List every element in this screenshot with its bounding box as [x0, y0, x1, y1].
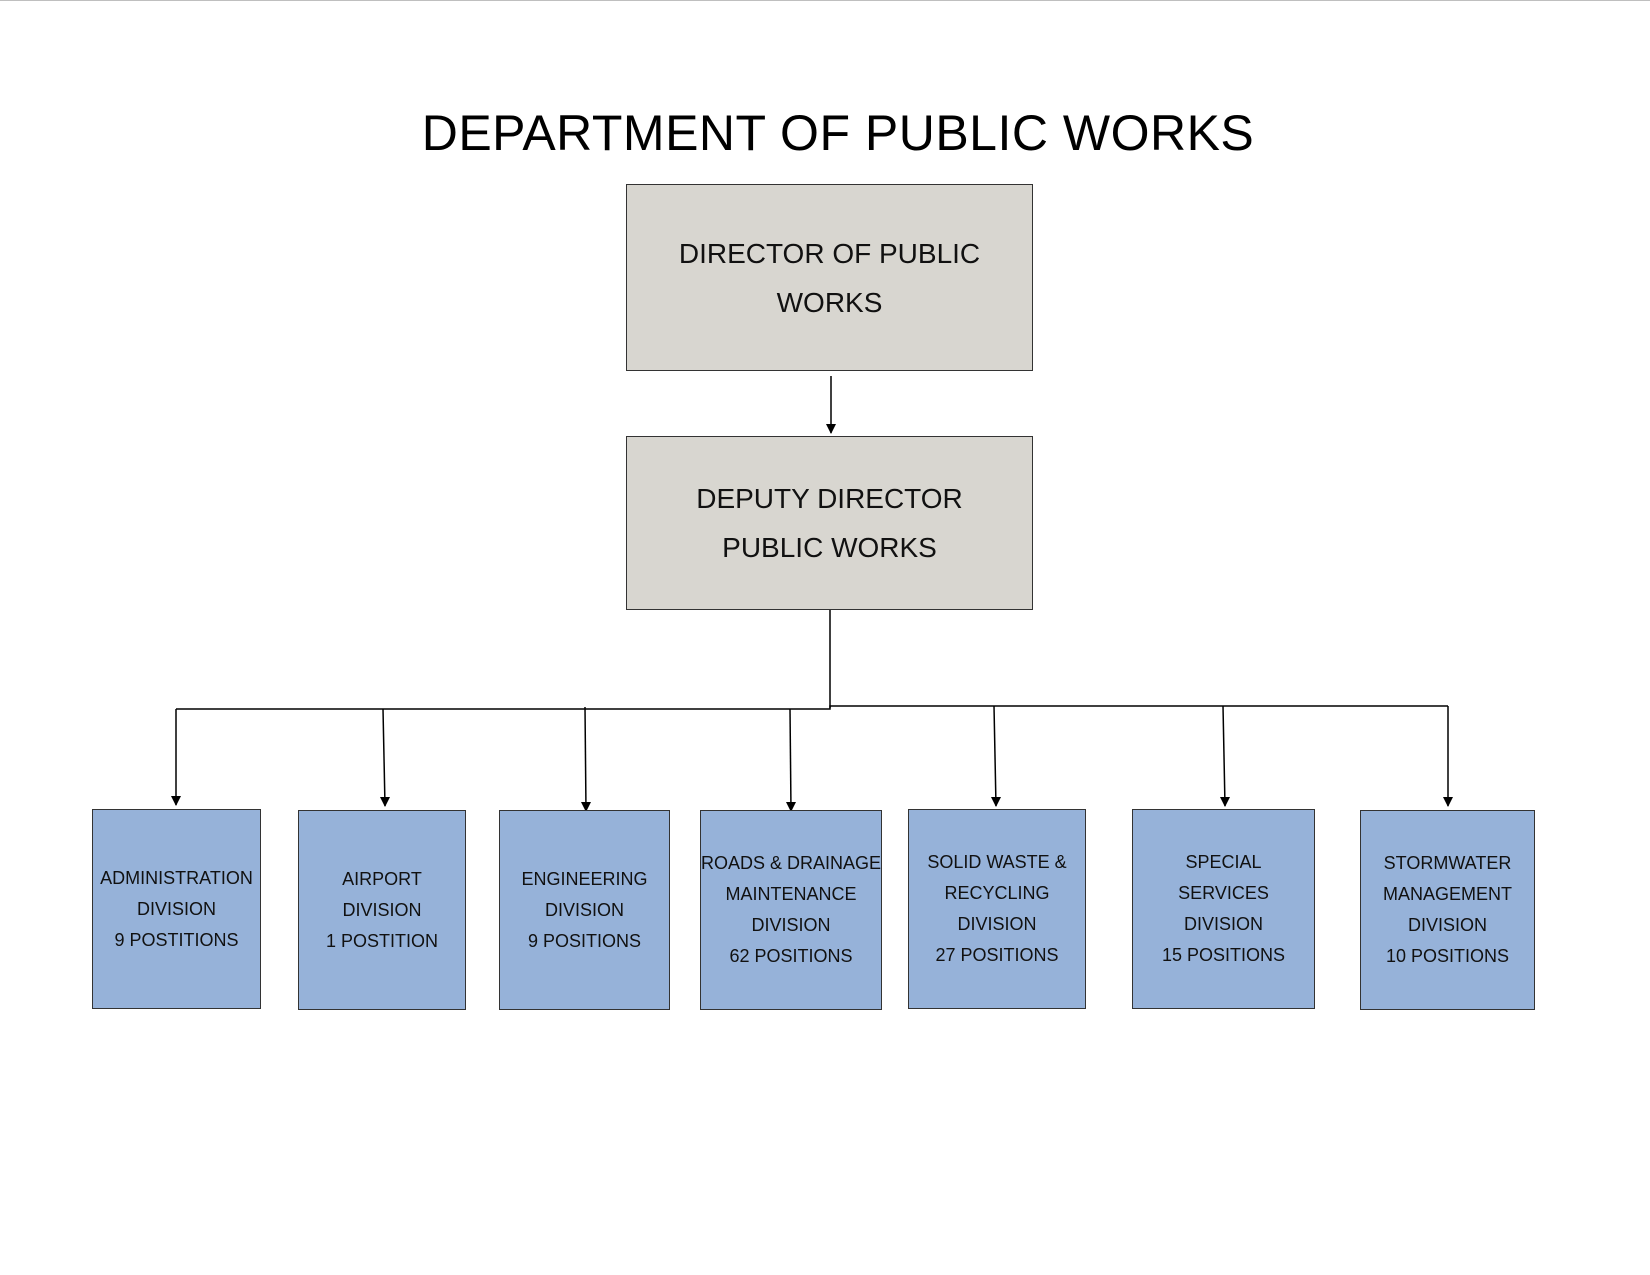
division-line: 1 POSTITION — [325, 930, 439, 951]
division-box-administration: ADMINISTRATION DIVISION 9 POSTITIONS — [92, 809, 261, 1009]
connector-drop-2 — [380, 708, 390, 807]
division-line: SERVICES — [1178, 883, 1269, 903]
division-line: 10 POSITIONS — [1385, 946, 1510, 966]
division-line: 27 POSITIONS — [935, 945, 1059, 965]
division-box-stormwater: STORMWATER MANAGEMENT DIVISION 10 POSITI… — [1360, 810, 1535, 1010]
division-line: ADMINISTRATION — [100, 867, 253, 888]
division-line: DIVISION — [1407, 915, 1487, 935]
division-line: MANAGEMENT — [1382, 884, 1512, 904]
division-line: DIVISION — [957, 914, 1037, 934]
division-line: DIVISION — [1183, 914, 1263, 934]
division-line: 9 POSITIONS — [527, 930, 642, 951]
connector-drop-5 — [991, 705, 1001, 807]
deputy-director-box: DEPUTY DIRECTOR PUBLIC WORKS — [626, 436, 1033, 610]
division-line: 15 POSITIONS — [1161, 945, 1286, 965]
director-line-1: DIRECTOR OF PUBLIC — [678, 237, 981, 269]
chart-title: DEPARTMENT OF PUBLIC WORKS — [421, 105, 1255, 161]
director-line-2: WORKS — [776, 286, 883, 318]
division-line: AIRPORT — [342, 868, 422, 889]
division-line: 62 POSITIONS — [729, 946, 853, 966]
division-line: DIVISION — [544, 899, 624, 920]
division-box-solid-waste: SOLID WASTE & RECYCLING DIVISION 27 POSI… — [908, 809, 1086, 1009]
division-box-airport: AIRPORT DIVISION 1 POSTITION — [298, 810, 466, 1010]
division-line: DIVISION — [751, 915, 831, 935]
connector-drop-3 — [581, 706, 591, 812]
connector-bus-left — [176, 705, 1448, 710]
division-line: RECYCLING — [944, 883, 1050, 903]
deputy-line-2: PUBLIC WORKS — [722, 532, 937, 563]
division-line: STORMWATER — [1383, 853, 1512, 873]
connector-drop-6 — [1220, 705, 1230, 807]
top-rule — [0, 0, 1650, 1]
division-line: 9 POSTITIONS — [114, 929, 239, 950]
connector-drop-4 — [786, 708, 796, 812]
deputy-line-1: DEPUTY DIRECTOR — [696, 483, 963, 514]
division-line: ROADS & DRAINAGE — [700, 853, 882, 873]
division-line: MAINTENANCE — [725, 884, 857, 904]
division-line: DIVISION — [342, 899, 422, 920]
division-box-special-services: SPECIAL SERVICES DIVISION 15 POSITIONS — [1132, 809, 1315, 1009]
division-line: SPECIAL — [1185, 852, 1262, 872]
division-line: SOLID WASTE & — [927, 852, 1067, 872]
division-box-engineering: ENGINEERING DIVISION 9 POSITIONS — [499, 810, 670, 1010]
division-line: ENGINEERING — [521, 868, 648, 889]
division-line: DIVISION — [136, 898, 216, 919]
director-box: DIRECTOR OF PUBLIC WORKS — [626, 184, 1033, 371]
division-box-roads-drainage: ROADS & DRAINAGE MAINTENANCE DIVISION 62… — [700, 810, 882, 1010]
